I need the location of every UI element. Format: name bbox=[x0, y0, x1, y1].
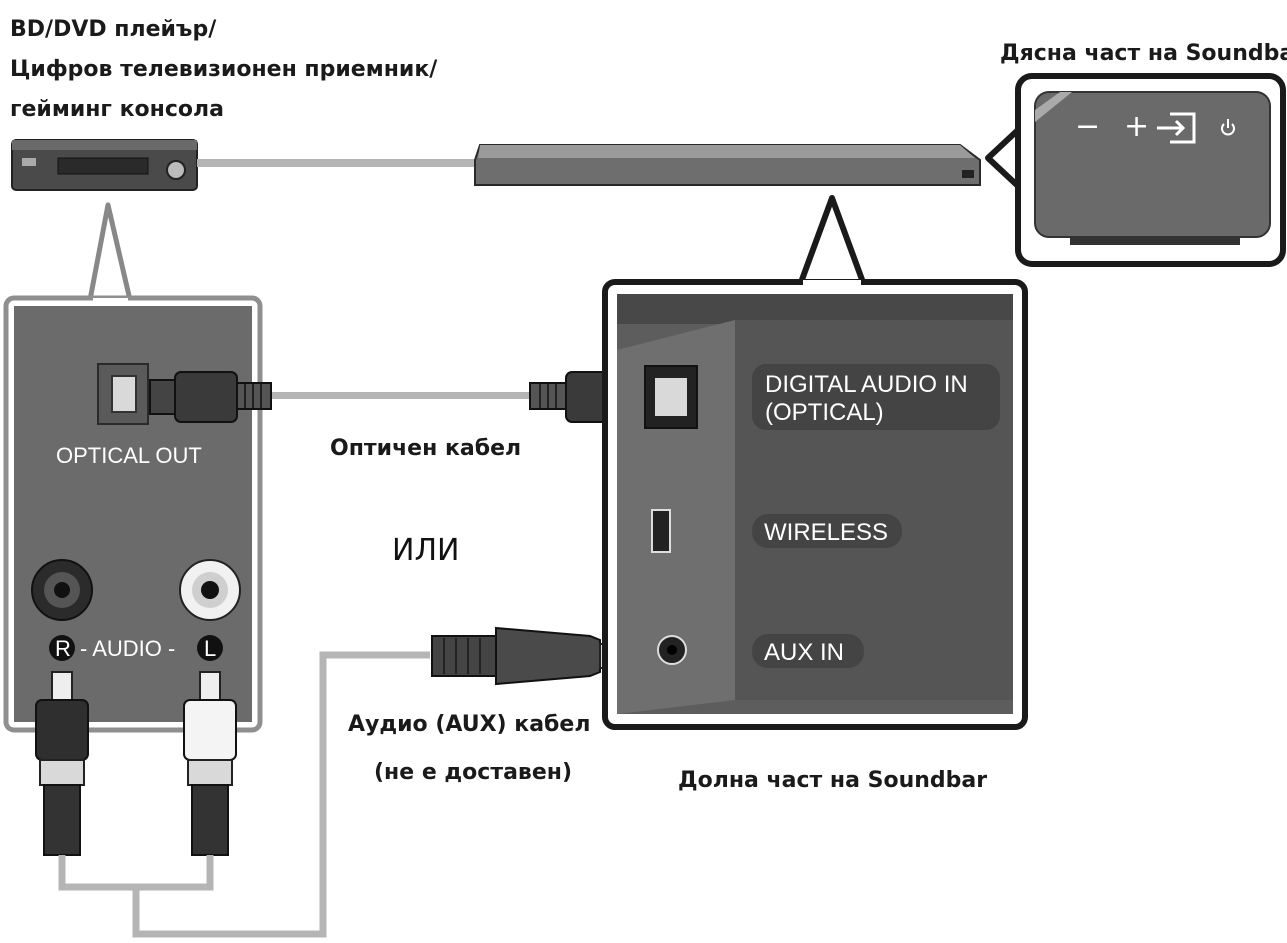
wireless-port bbox=[651, 509, 671, 553]
bottom-label: Долна част на Soundbar bbox=[678, 768, 987, 793]
rca-plug-r bbox=[35, 671, 89, 856]
audio-l-badge bbox=[197, 635, 223, 661]
aux-in-badge bbox=[752, 634, 864, 668]
optical-plug-left bbox=[149, 371, 272, 423]
optical-out-port bbox=[97, 363, 149, 425]
optical-cable-label: Оптичен кабел bbox=[330, 436, 521, 461]
wireless-badge bbox=[752, 514, 902, 548]
aux-in-label: AUX IN bbox=[764, 639, 844, 666]
audio-r-badge bbox=[49, 635, 75, 661]
power-icon bbox=[1221, 119, 1235, 136]
optical-out-label: OPTICAL OUT bbox=[56, 443, 202, 468]
audio-r-letter: R bbox=[55, 636, 71, 661]
audio-l-jack bbox=[179, 559, 241, 621]
source-title-line-1: BD/DVD плейър/ bbox=[10, 17, 217, 42]
source-device-icon bbox=[11, 139, 198, 191]
aux-cable-label-2: (не е доставен) bbox=[374, 760, 572, 785]
source-title-line-3: гейминг консола bbox=[10, 97, 224, 122]
right-side-callout bbox=[985, 73, 1286, 267]
digital-audio-in-label: DIGITAL AUDIO IN bbox=[765, 371, 968, 398]
aux-in-port bbox=[657, 635, 687, 665]
rca-plug-l bbox=[183, 671, 237, 856]
audio-r-jack bbox=[31, 559, 93, 621]
or-label: ИЛИ bbox=[392, 533, 459, 568]
digital-audio-in-sublabel: (OPTICAL) bbox=[765, 399, 884, 426]
aux-cable-label-1: Аудио (AUX) кабел bbox=[348, 712, 590, 737]
audio-label: - AUDIO - bbox=[80, 636, 175, 661]
right-side-label: Дясна част на Soundbar bbox=[1000, 41, 1287, 66]
minus-button: − bbox=[1075, 109, 1100, 144]
source-title-line-2: Цифров телевизионен приемник/ bbox=[10, 57, 438, 82]
source-input-icon bbox=[1157, 112, 1196, 144]
optical-in-port bbox=[644, 365, 698, 429]
optical-cable-line bbox=[270, 392, 535, 399]
aux-cable-line bbox=[132, 651, 430, 938]
wireless-label: WIRELESS bbox=[764, 519, 888, 546]
digital-audio-in-badge bbox=[752, 364, 1000, 430]
rca-cable-join bbox=[58, 855, 214, 891]
soundbar-icon bbox=[474, 144, 981, 186]
device-link-line bbox=[197, 159, 475, 167]
plus-button: + bbox=[1124, 109, 1149, 144]
audio-l-letter: L bbox=[204, 636, 216, 661]
